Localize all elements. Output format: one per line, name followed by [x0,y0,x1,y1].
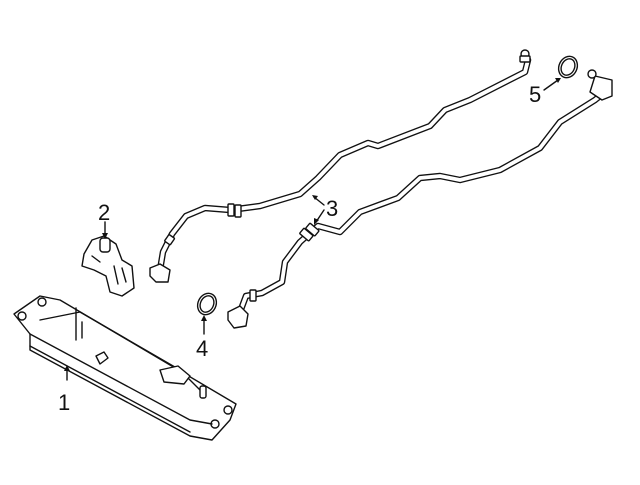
bracket-fitting-2 [81,221,135,297]
callout-3-leaders [312,195,325,225]
oil-cooler-1 [13,295,237,441]
callout-3: 3 [326,196,339,221]
o-ring-4 [196,292,218,335]
callout-4: 4 [196,336,209,361]
callout-2: 2 [98,200,111,225]
cooler-line-upper [149,49,532,283]
callout-1: 1 [58,390,71,415]
cooler-line-lower [227,69,613,329]
callout-5: 5 [529,82,542,107]
o-ring-5 [543,55,579,91]
